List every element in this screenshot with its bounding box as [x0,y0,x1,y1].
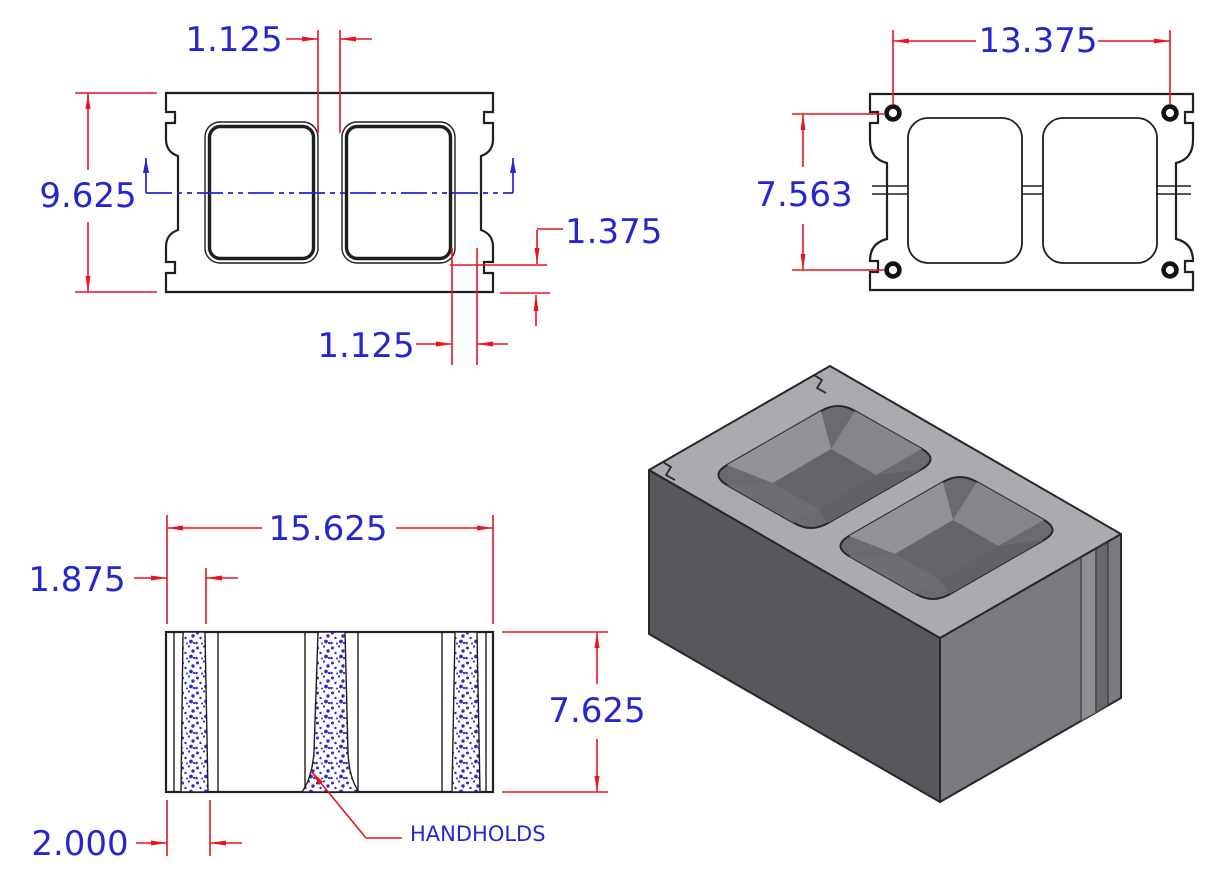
dim-label-13-375: 13.375 [979,21,1098,61]
dim-plan-center-web: 1.125 [185,20,372,133]
iso-rim-groove-2 [1093,540,1109,550]
dim-front-length: 15.625 [166,509,494,624]
dim-front-height: 7.625 [502,631,646,793]
hole-top-left [884,104,902,122]
iso-rim-groove-1 [1066,556,1082,566]
dim-plan-overall-width: 9.625 [39,92,157,293]
plan-block-outline [164,91,495,294]
iso-corner-notch-back [813,374,827,394]
dim-front-web-top: 1.875 [28,560,238,624]
iso-end-flute-light [1080,548,1097,722]
bottom-cell-left [907,117,1023,264]
iso-end-flute-dark [1095,540,1109,714]
plan-view: 9.625 1.125 1.375 [39,20,662,366]
dim-label-web-bottom: 1.125 [317,326,414,366]
dim-label-7-625: 7.625 [548,691,645,731]
hole-bottom-right [1161,261,1179,279]
dim-label-2-000: 2.000 [31,824,128,864]
dim-front-web-bottom: 2.000 [31,800,242,864]
front-face-lines [173,632,487,792]
dim-bottom-holes-x: 13.375 [892,21,1171,104]
front-view: 15.625 1.875 7.625 [28,509,645,864]
dim-plan-bottom-web: 1.125 [317,248,508,366]
dim-plan-bottom-shell: 1.375 [450,212,662,326]
dim-label-9-625: 9.625 [39,176,136,216]
handholds-callout: HANDHOLDS [310,770,546,846]
bottom-view: 13.375 7.563 [755,21,1195,292]
corner-holes [884,104,1179,279]
web-strip-right [451,631,481,793]
dim-label-1-875: 1.875 [28,560,125,600]
bottom-cell-right [1042,117,1158,264]
iso-top-face [648,365,1122,639]
iso-cell-left [717,405,932,529]
isometric-view [648,365,1122,803]
plan-cell-right-inner [344,124,453,261]
dim-bottom-holes-y: 7.563 [755,113,884,271]
web-slot-lines [872,185,1191,195]
iso-corner-notch-left [662,461,676,481]
iso-cell-right [839,476,1054,600]
handholds-label: HANDHOLDS [410,822,546,846]
dim-label-web-top: 1.125 [185,20,282,60]
web-strip-left [180,631,209,793]
dim-label-7-563: 7.563 [755,175,852,215]
hole-top-right [1161,104,1179,122]
hole-bottom-left [884,261,902,279]
section-centerline [143,158,516,194]
web-strip-middle-handhold [300,631,361,793]
bottom-block-outline [868,92,1195,292]
dim-label-1-375: 1.375 [565,212,662,252]
dim-label-15-625: 15.625 [269,509,388,549]
